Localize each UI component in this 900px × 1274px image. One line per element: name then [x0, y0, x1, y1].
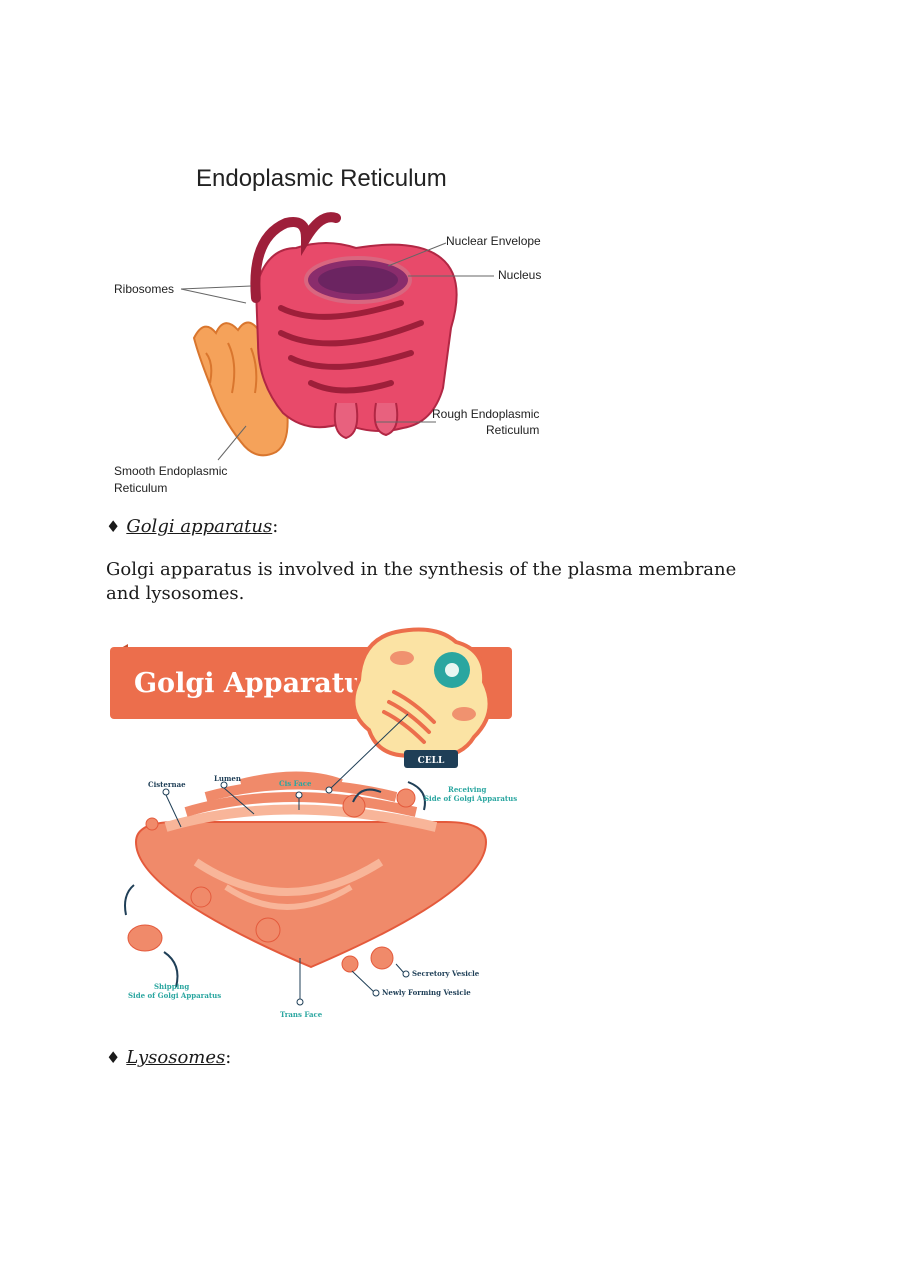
- receiving-label-1: Receiving: [448, 785, 486, 794]
- golgi-figure: Golgi Apparatus CELL: [106, 622, 518, 1024]
- lysosomes-term: Lysosomes: [126, 1047, 226, 1068]
- secretory-vesicle-label: Secretory Vesicle: [412, 969, 480, 978]
- shipping-label-1: Shipping: [154, 982, 189, 991]
- cell-badge-label: CELL: [418, 756, 445, 766]
- er-illustration: Endoplasmic Reticulum Nuclear Env: [114, 165, 541, 495]
- nuclear-envelope-label: Nuclear Envelope: [446, 234, 541, 248]
- cell-inset: [351, 627, 492, 759]
- er-figure: Endoplasmic Reticulum Nuclear Env: [106, 158, 556, 503]
- rough-er-label-2: Reticulum: [486, 423, 539, 437]
- bullet-icon: ♦: [106, 517, 121, 536]
- shipping-label-2: Side of Golgi Apparatus: [128, 991, 221, 1000]
- lysosomes-heading: ♦ Lysosomes:: [106, 1047, 231, 1069]
- golgi-leader-lines: [165, 713, 409, 999]
- leader-markers: [162, 781, 410, 1006]
- ribosomes-label: Ribosomes: [114, 282, 174, 296]
- golgi-illustration: Golgi Apparatus CELL: [110, 627, 517, 1019]
- cell-badge: CELL: [404, 750, 458, 768]
- golgi-stack-shape: [134, 771, 488, 969]
- nucleus-shape: [304, 256, 412, 304]
- smooth-er-label-1: Smooth Endoplasmic: [114, 464, 227, 478]
- flow-arrows: [124, 781, 426, 988]
- golgi-banner-title: Golgi Apparatus: [134, 668, 379, 699]
- newly-forming-vesicle-label: Newly Forming Vesicle: [382, 988, 471, 997]
- trans-face-label: Trans Face: [280, 1010, 323, 1019]
- vesicles: [127, 788, 416, 973]
- nucleus-label: Nucleus: [498, 268, 541, 282]
- lumen-label: Lumen: [214, 774, 241, 783]
- golgi-heading: ♦ Golgi apparatus:: [106, 516, 278, 538]
- golgi-paragraph: Golgi apparatus is involved in the synth…: [106, 559, 737, 604]
- cis-face-label: Cis Face: [279, 779, 312, 788]
- rough-er-label-1: Rough Endoplasmic: [432, 407, 539, 421]
- golgi-term: Golgi apparatus: [126, 516, 273, 537]
- receiving-label-2: Side of Golgi Apparatus: [424, 794, 517, 803]
- smooth-er-label-2: Reticulum: [114, 481, 167, 495]
- golgi-heading-colon: :: [272, 516, 279, 537]
- cisternae-label: Cisternae: [148, 780, 186, 789]
- bullet-icon: ♦: [106, 1048, 121, 1067]
- er-leader-lines: [180, 242, 494, 461]
- lysosomes-heading-colon: :: [225, 1047, 232, 1068]
- er-title: Endoplasmic Reticulum: [196, 165, 447, 192]
